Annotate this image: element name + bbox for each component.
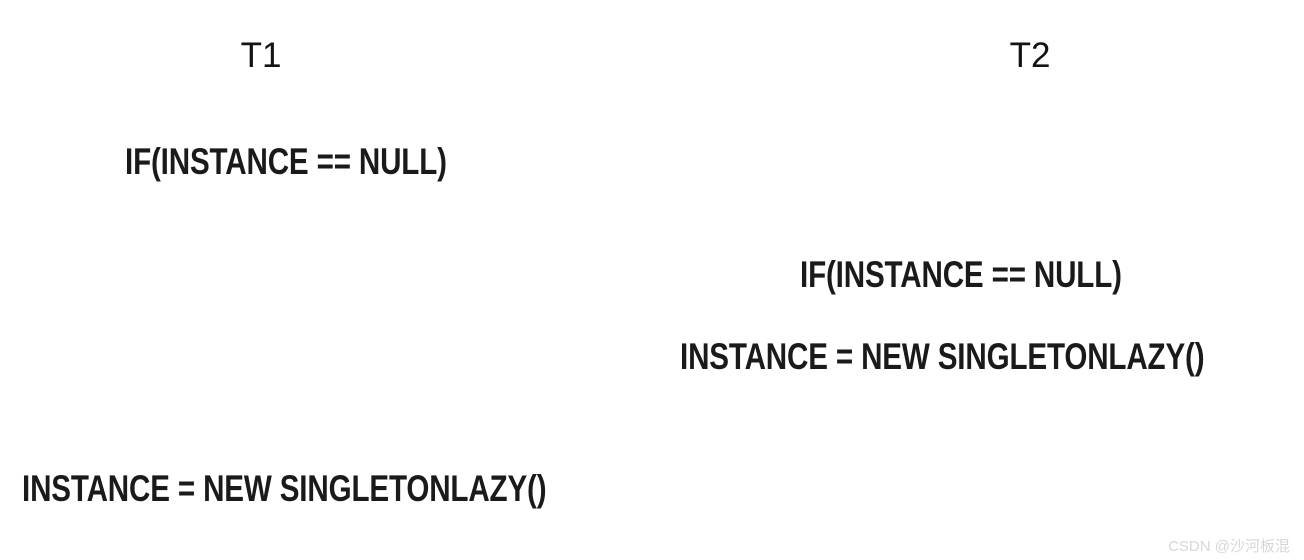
statement-t1-assign: INSTANCE = NEW SINGLETONLAZY(): [22, 468, 547, 509]
statement-t2-assign: INSTANCE = NEW SINGLETONLAZY(): [680, 336, 1205, 377]
thread-header-t1: T1: [240, 36, 282, 75]
csdn-watermark: CSDN @沙河板混: [1168, 538, 1290, 555]
statement-t2-check: IF(INSTANCE == NULL): [800, 254, 1122, 295]
thread-header-t2: T2: [1009, 36, 1051, 75]
statement-t1-check: IF(INSTANCE == NULL): [125, 141, 447, 182]
